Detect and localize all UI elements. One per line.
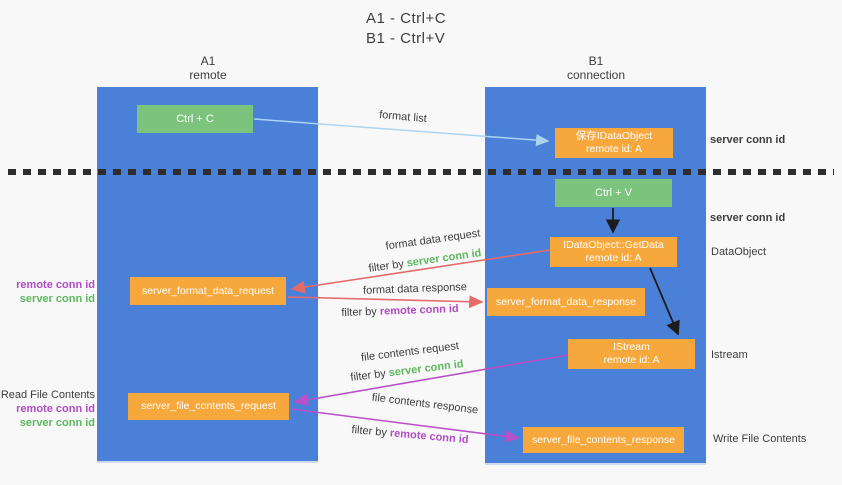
format-response-label: server_format_data_response	[495, 295, 637, 308]
title-line-a1: A1 - Ctrl+C	[366, 10, 447, 27]
node-istream: IStream remote id: A	[568, 339, 695, 369]
read-file-contents-label: Read File Contents	[0, 389, 95, 401]
column-header-b1: B1 connection	[536, 54, 656, 82]
left-remote-conn-id-1: remote conn id	[16, 279, 95, 291]
title-line-b1: B1 - Ctrl+V	[366, 30, 446, 47]
right-server-conn-id-2: server conn id	[710, 212, 786, 224]
arrow-format-data-request	[290, 249, 551, 294]
node-ctrl-c: Ctrl + C	[137, 105, 253, 133]
left-conn-id-labels-format: remote conn id server conn id	[0, 278, 95, 306]
node-server-format-data-response: server_format_data_response	[487, 288, 645, 316]
arrow-format-data-response	[287, 295, 484, 309]
left-labels-file: Read File Contents remote conn id server…	[0, 388, 95, 430]
column-header-a1: A1 remote	[148, 54, 268, 82]
istream-line1: IStream	[613, 341, 650, 353]
arrow-format-list	[253, 118, 550, 147]
save-idataobject-line2: remote id: A	[585, 143, 643, 155]
node-idataobject-getdata: IDataObject::GetData remote id: A	[550, 237, 677, 267]
column-a1-subtitle: remote	[189, 68, 227, 82]
istream-line2: remote id: A	[603, 354, 660, 366]
file-request-label: server_file_contents_request	[141, 400, 276, 412]
right-dataobject-label: DataObject	[711, 246, 767, 258]
format-request-label: server_format_data_request	[142, 284, 274, 297]
ctrl-v-label: Ctrl + V	[595, 186, 632, 199]
left-server-conn-id-1: server conn id	[19, 293, 95, 305]
arrow-file-contents-response	[290, 408, 520, 443]
arrow-file-contents-request	[293, 354, 569, 407]
diagram-title: A1 - Ctrl+C B1 - Ctrl+V	[366, 9, 446, 49]
node-save-idataobject: 保存IDataObject remote id: A	[555, 128, 673, 158]
ctrl-c-label: Ctrl + C	[176, 112, 214, 125]
left-server-conn-id-2: server conn id	[19, 417, 95, 429]
filter-by-text: filter by	[341, 305, 381, 320]
save-idataobject-line1: 保存IDataObject	[575, 130, 653, 142]
column-b1-subtitle: connection	[566, 68, 626, 82]
right-server-conn-id-1: server conn id	[710, 134, 786, 146]
node-server-file-contents-request: server_file_contents_request	[128, 393, 289, 420]
node-server-file-contents-response: server_file_contents_response	[523, 427, 684, 453]
column-a1-name: A1	[200, 54, 216, 68]
node-ctrl-v: Ctrl + V	[555, 179, 672, 207]
getdata-line2: remote id: A	[585, 252, 642, 264]
write-file-contents-label: Write File Contents	[713, 433, 807, 445]
getdata-line1: IDataObject::GetData	[563, 239, 664, 251]
left-remote-conn-id-2: remote conn id	[16, 403, 95, 415]
file-response-label: server_file_contents_response	[531, 433, 675, 446]
dotted-divider	[8, 169, 834, 175]
column-b1-name: B1	[588, 54, 604, 68]
arrow-getdata-to-istream	[649, 267, 680, 336]
node-server-format-data-request: server_format_data_request	[130, 277, 286, 305]
right-istream-label: Istream	[711, 349, 748, 361]
